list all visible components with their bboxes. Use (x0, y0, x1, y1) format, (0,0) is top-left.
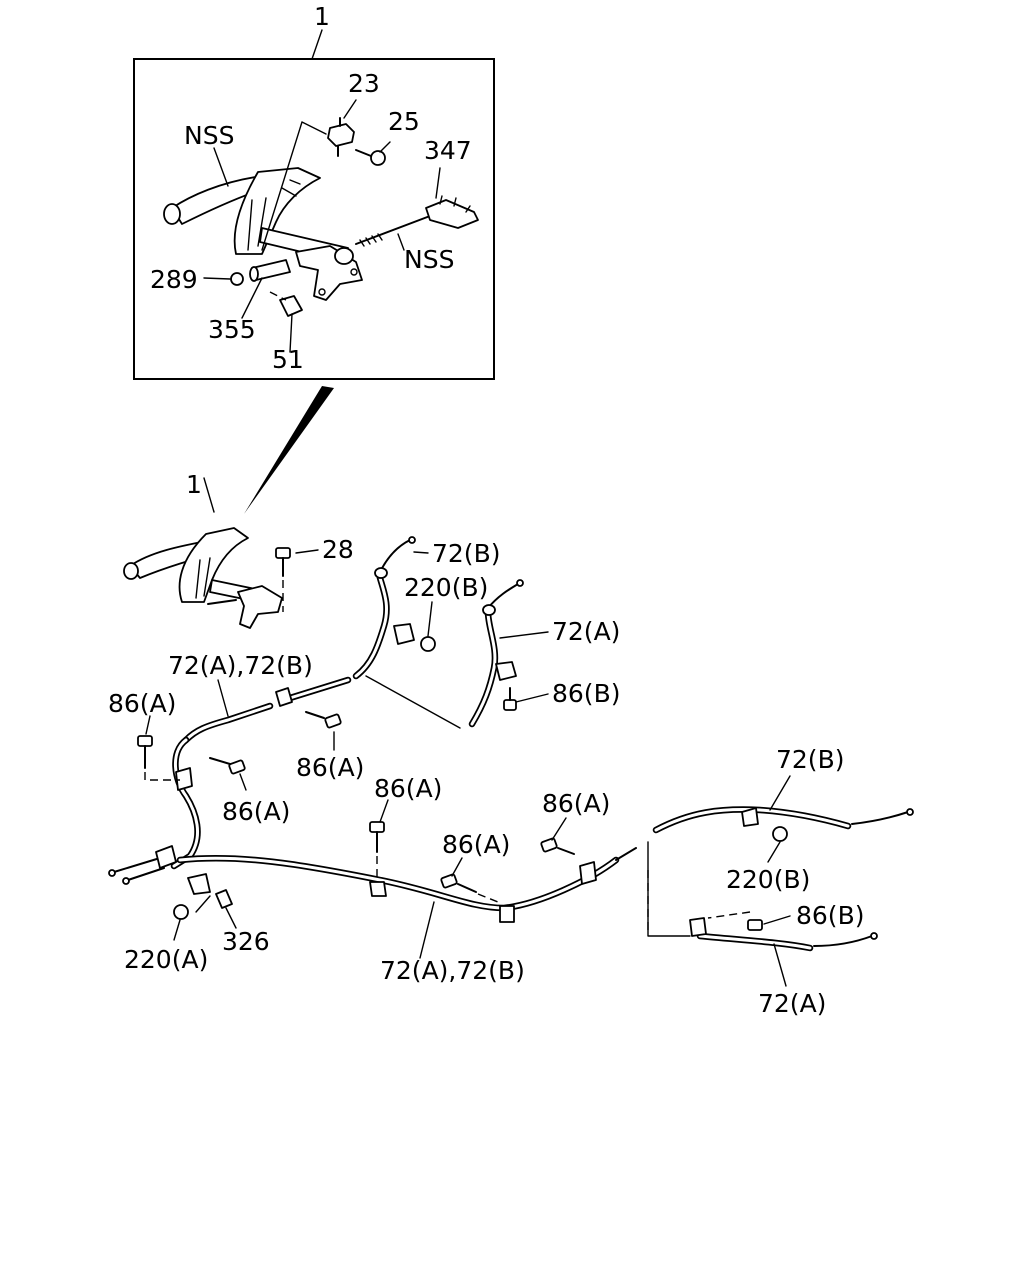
zoom-pointer (244, 386, 334, 514)
screw-25 (355, 149, 386, 166)
callout-nss-lever: NSS (184, 121, 234, 150)
callout-main-1: 1 (186, 470, 202, 499)
detail-inset (133, 29, 495, 514)
callout-86a-center-right: 86(A) (442, 830, 510, 859)
callout-72a-top: 72(A) (552, 617, 620, 646)
callout-289: 289 (150, 265, 198, 294)
callout-347: 347 (424, 136, 472, 165)
callout-220b-right: 220(B) (726, 865, 810, 894)
callout-220b-top: 220(B) (404, 573, 488, 602)
sleeve-355 (249, 259, 291, 282)
nuts-220-326 (173, 636, 788, 920)
callout-72b-top: 72(B) (432, 539, 500, 568)
leader-lines (145, 551, 791, 987)
callout-72ab-upper: 72(A),72(B) (168, 651, 313, 680)
callout-86b-upper: 86(B) (552, 679, 620, 708)
callout-86a-left: 86(A) (108, 689, 176, 718)
callout-inset-1: 1 (314, 2, 330, 31)
cable-brackets (155, 623, 759, 937)
callout-86a-mid-left: 86(A) (222, 797, 290, 826)
brake-cables (108, 536, 914, 952)
callout-23: 23 (348, 69, 380, 98)
callout-86b-right: 86(B) (796, 901, 864, 930)
callout-25: 25 (388, 107, 420, 136)
nut-289 (230, 272, 244, 286)
callout-72ab-lower: 72(A),72(B) (380, 956, 525, 985)
callout-72a-right: 72(A) (758, 989, 826, 1018)
callout-86a-mid-upper: 86(A) (296, 753, 364, 782)
callout-51: 51 (272, 345, 304, 374)
hand-lever-assembly (163, 167, 363, 301)
hand-lever-main (123, 477, 283, 629)
callout-220a: 220(A) (124, 945, 208, 974)
bolt-28 (275, 547, 319, 612)
callout-326: 326 (222, 927, 270, 956)
callout-86a-right: 86(A) (542, 789, 610, 818)
callout-72b-right: 72(B) (776, 745, 844, 774)
callout-28: 28 (322, 535, 354, 564)
callout-nss-rod: NSS (404, 245, 454, 274)
bolts-86 (137, 687, 763, 931)
callout-355: 355 (208, 315, 256, 344)
bushing-51 (269, 291, 303, 317)
clip-23 (327, 117, 355, 157)
callout-86a-center: 86(A) (374, 774, 442, 803)
equalizer-rod-347 (355, 195, 479, 247)
